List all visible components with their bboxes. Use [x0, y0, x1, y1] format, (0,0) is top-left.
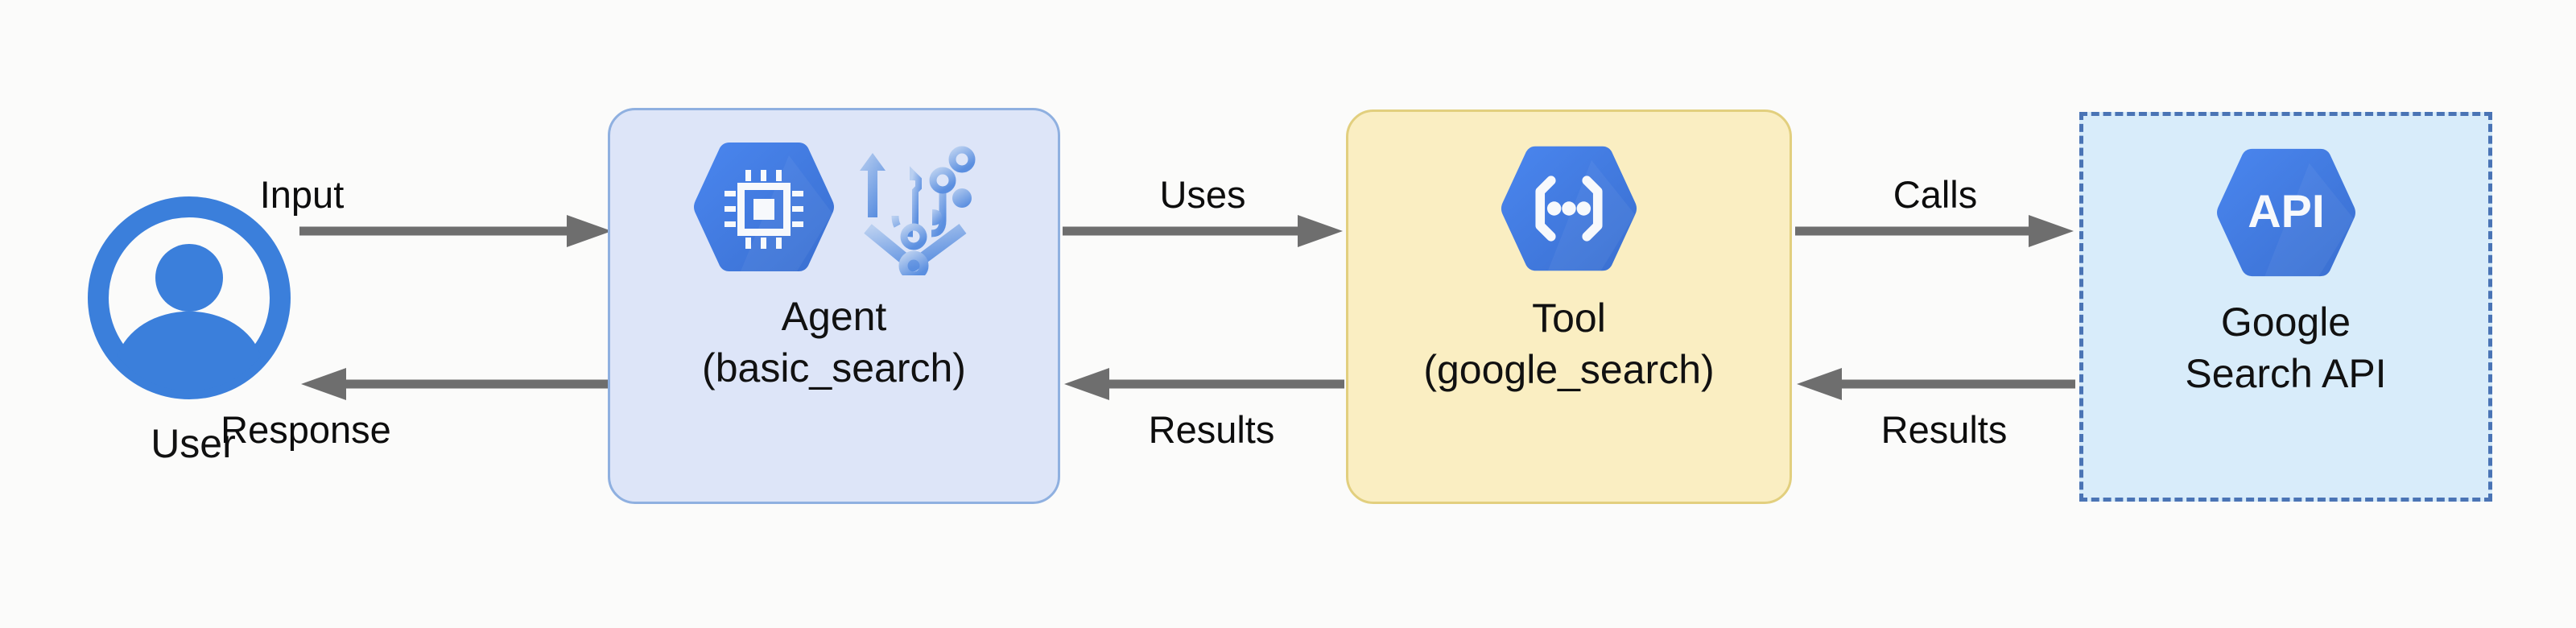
user-avatar-icon	[85, 193, 294, 403]
agent-title-line2: (basic_search)	[702, 345, 966, 390]
tool-title-line1: Tool	[1532, 295, 1606, 341]
edge-label-results-tool: Results	[1148, 408, 1275, 451]
edge-label-results-api: Results	[1880, 408, 2008, 451]
api-hexagon-icon: API	[2215, 144, 2357, 285]
arrow-user-to-agent	[299, 215, 613, 247]
api-brackets-hexagon-icon	[1500, 141, 1638, 280]
tool-title-line2: (google_search)	[1423, 347, 1715, 392]
arrow-agent-to-user	[299, 368, 613, 400]
agent-icon-row	[610, 134, 1058, 283]
edge-label-response: Response	[221, 408, 391, 451]
node-tool[interactable]: Tool (google_search)	[1346, 109, 1792, 504]
cpu-hexagon-icon	[692, 138, 836, 280]
arrow-agent-to-tool	[1063, 215, 1344, 247]
api-hexagon-text: API	[2248, 186, 2325, 238]
node-agent[interactable]: Agent (basic_search)	[608, 108, 1060, 504]
arrow-tool-to-api	[1795, 215, 2075, 247]
api-title-line1: Google	[2220, 300, 2351, 345]
arrow-api-to-tool	[1795, 368, 2075, 400]
edge-label-input: Input	[259, 173, 345, 216]
user-label: User	[151, 421, 236, 466]
arrow-tool-to-agent	[1063, 368, 1344, 400]
edge-label-uses: Uses	[1159, 173, 1246, 216]
edge-label-calls: Calls	[1893, 173, 1978, 216]
api-title-line2: Search API	[2185, 351, 2387, 396]
agent-title-line1: Agent	[781, 294, 887, 339]
api-icon-row: API	[2083, 140, 2488, 289]
node-user[interactable]: User	[72, 185, 314, 466]
tool-icon-row	[1348, 136, 1790, 285]
node-google-search-api[interactable]: API Google Search API	[2079, 112, 2492, 502]
agent-workflow-icon	[855, 138, 976, 281]
